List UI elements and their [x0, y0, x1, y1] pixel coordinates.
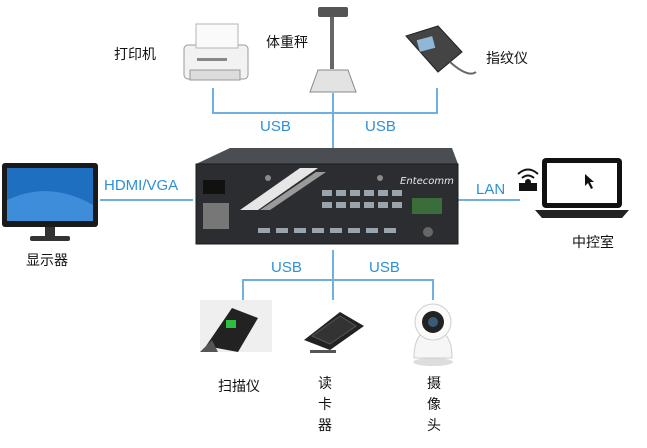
line-top-bus	[212, 88, 438, 114]
scale-label: 体重秤	[266, 35, 308, 51]
camera-char: 头	[427, 418, 441, 434]
monitor-icon	[2, 163, 98, 241]
card-reader-char: 读	[318, 376, 332, 392]
laptop-icon	[535, 158, 629, 218]
scanner-icon	[200, 300, 272, 352]
connector-hdmi-vga: HDMI/VGA	[104, 177, 179, 194]
camera-char: 摄	[427, 376, 441, 392]
camera-label: 摄 像 头	[426, 374, 442, 437]
connection-lines	[100, 88, 520, 300]
device-brand: Entecomm	[400, 176, 454, 187]
monitor-label: 显示器	[26, 253, 68, 269]
wifi-icon	[517, 168, 539, 191]
connector-usb-top-left: USB	[260, 118, 291, 135]
line-bottom-bus	[242, 279, 434, 300]
printer-icon	[183, 23, 249, 81]
industrial-pc-icon	[195, 148, 459, 245]
scale-icon	[309, 7, 357, 93]
scanner-label: 扫描仪	[218, 379, 260, 395]
connector-usb-bottom-right: USB	[369, 259, 400, 276]
card-reader-icon	[304, 312, 364, 353]
printer-label: 打印机	[114, 47, 156, 63]
fingerprint-icon	[405, 25, 477, 75]
connector-usb-bottom-left: USB	[271, 259, 302, 276]
connector-lan: LAN	[476, 181, 506, 198]
card-reader-char: 器	[318, 418, 332, 434]
card-reader-char: 卡	[318, 397, 332, 413]
camera-icon	[413, 303, 453, 366]
card-reader-label: 读 卡 器	[317, 374, 333, 437]
fingerprint-label: 指纹仪	[486, 51, 528, 67]
control-room-label: 中控室	[572, 235, 614, 251]
connector-usb-top-right: USB	[365, 118, 396, 135]
camera-char: 像	[427, 397, 441, 413]
